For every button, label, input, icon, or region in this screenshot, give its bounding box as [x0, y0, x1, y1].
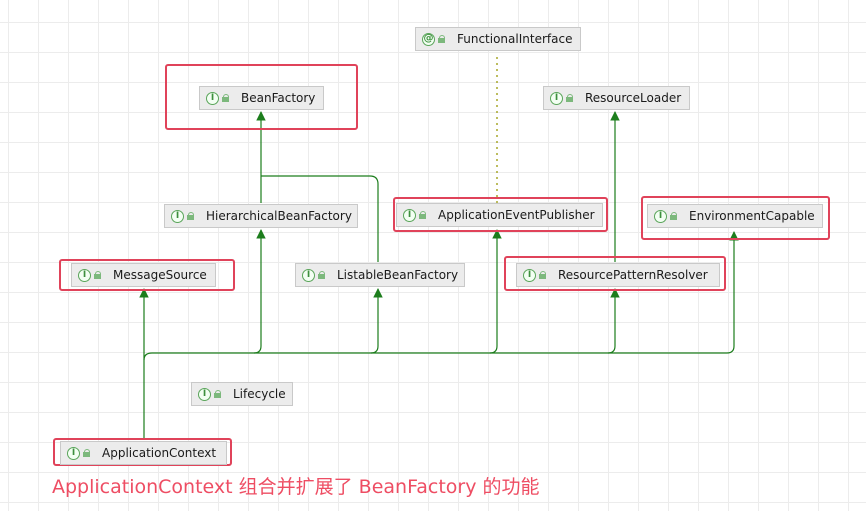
edge-bus-to-hierarchical	[253, 229, 266, 354]
interface-icon: I	[67, 446, 80, 460]
lock-icon	[94, 271, 101, 279]
lock-icon	[222, 94, 229, 102]
annotation-icon: @	[422, 32, 435, 46]
highlight-beanfactory	[165, 64, 358, 130]
node-label: FunctionalInterface	[457, 32, 573, 46]
highlight-applicationcontext	[53, 438, 232, 466]
node-functional-interface[interactable]: @ FunctionalInterface	[415, 27, 581, 51]
highlight-resourcepatternresolver	[504, 256, 726, 291]
lock-icon	[539, 271, 546, 279]
lock-icon	[438, 35, 445, 43]
highlight-environmentcapable	[641, 196, 830, 240]
interface-icon: I	[78, 268, 91, 282]
node-label: BeanFactory	[241, 91, 316, 105]
highlight-applicationeventpublisher	[393, 197, 608, 232]
lock-icon	[419, 211, 426, 219]
edge-applicationcontext-bus	[143, 231, 739, 361]
interface-icon: I	[654, 209, 667, 223]
node-hierarchical-bean-factory[interactable]: I HierarchicalBeanFactory	[164, 204, 358, 228]
node-label: ResourcePatternResolver	[558, 268, 708, 282]
interface-icon: I	[403, 208, 416, 222]
interface-icon: I	[171, 209, 184, 223]
edge-bus-to-resourcepattern	[607, 288, 620, 354]
interface-icon: I	[302, 268, 315, 282]
edge-bus-to-publisher	[489, 229, 502, 354]
lock-icon	[187, 212, 194, 220]
highlight-messagesource	[59, 259, 235, 291]
node-environment-capable[interactable]: I EnvironmentCapable	[647, 204, 823, 228]
node-message-source[interactable]: I MessageSource	[71, 263, 216, 287]
node-bean-factory[interactable]: I BeanFactory	[199, 86, 324, 110]
node-label: ApplicationContext	[102, 446, 217, 460]
node-label: EnvironmentCapable	[689, 209, 815, 223]
node-resource-pattern-resolver[interactable]: I ResourcePatternResolver	[516, 263, 720, 287]
lock-icon	[83, 449, 90, 457]
interface-icon: I	[198, 387, 211, 401]
lock-icon	[566, 94, 573, 102]
lock-icon	[214, 390, 221, 398]
interface-icon: I	[550, 91, 563, 105]
edge-bus-to-listable	[370, 288, 383, 354]
lock-icon	[670, 212, 677, 220]
node-label: MessageSource	[113, 268, 207, 282]
node-label: ApplicationEventPublisher	[438, 208, 595, 222]
node-label: HierarchicalBeanFactory	[206, 209, 352, 223]
lock-icon	[318, 271, 325, 279]
edge-listable-to-beanfactory	[261, 175, 379, 262]
node-label: Lifecycle	[233, 387, 286, 401]
node-label: ListableBeanFactory	[337, 268, 459, 282]
interface-icon: I	[523, 268, 536, 282]
node-lifecycle[interactable]: I Lifecycle	[191, 382, 293, 406]
node-application-event-publisher[interactable]: I ApplicationEventPublisher	[396, 203, 603, 227]
interface-icon: I	[206, 91, 219, 105]
node-application-context[interactable]: I ApplicationContext	[60, 441, 227, 465]
diagram-caption: ApplicationContext 组合并扩展了 BeanFactory 的功…	[52, 476, 540, 498]
node-resource-loader[interactable]: I ResourceLoader	[543, 86, 690, 110]
node-label: ResourceLoader	[585, 91, 682, 105]
node-listable-bean-factory[interactable]: I ListableBeanFactory	[295, 263, 465, 287]
